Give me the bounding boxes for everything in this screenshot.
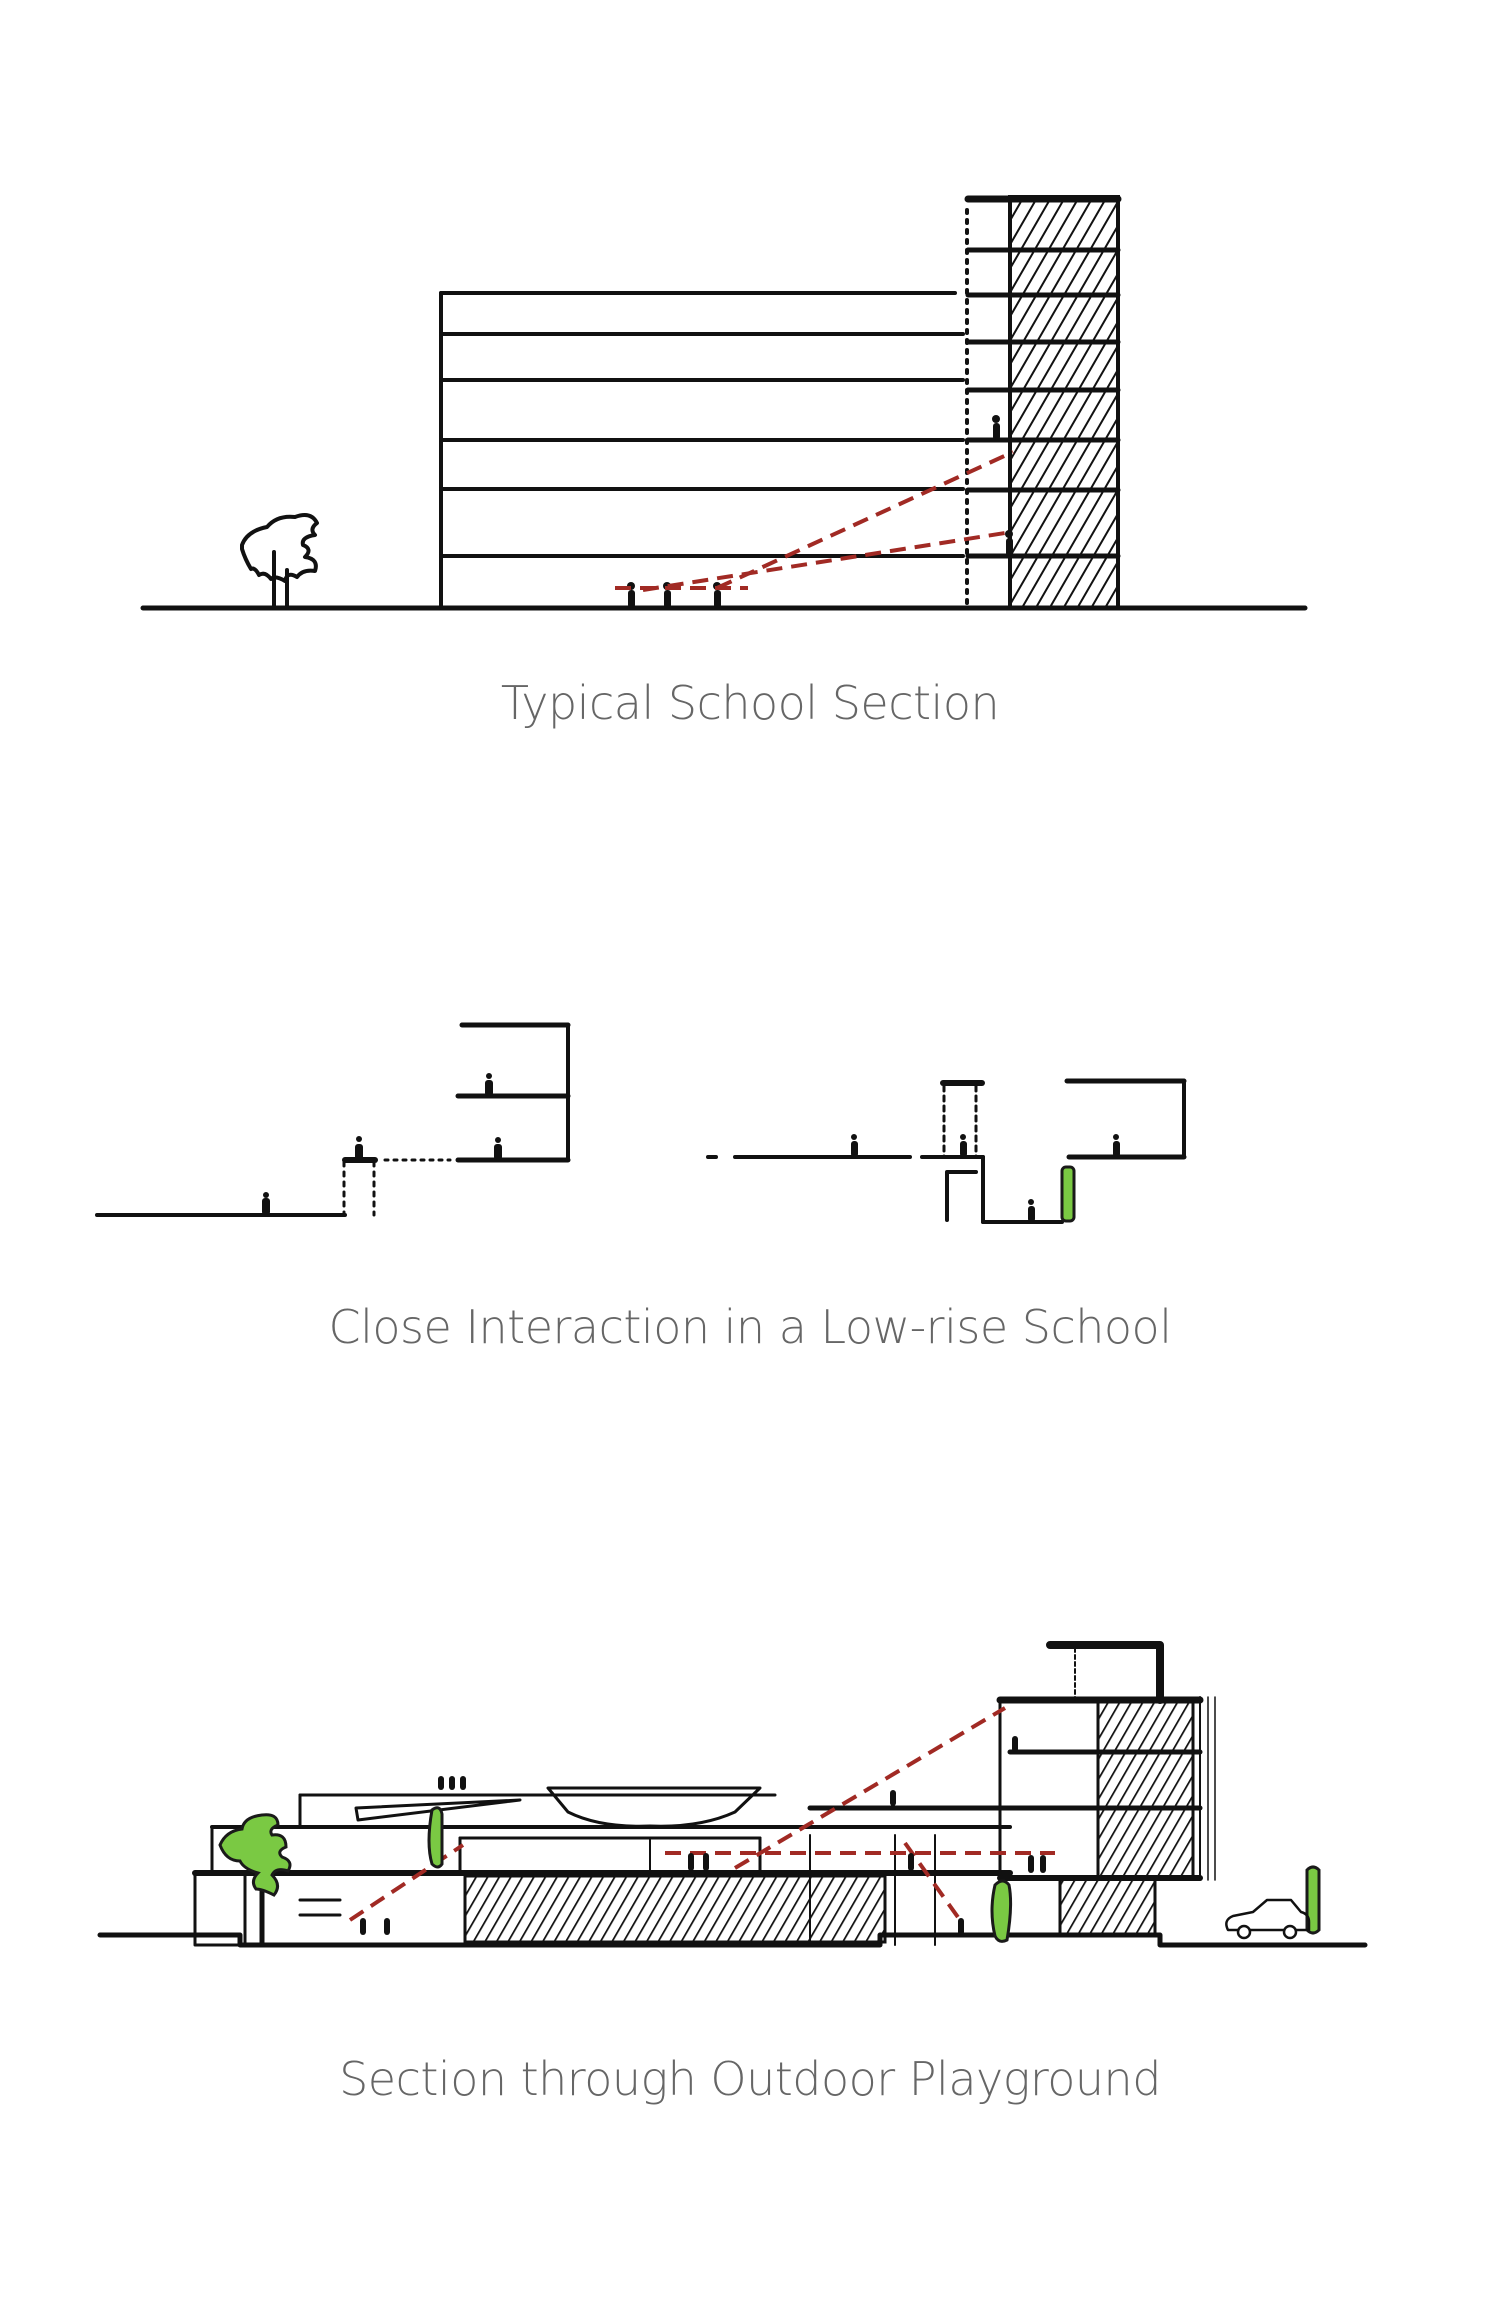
tree-icon xyxy=(240,513,319,610)
tower xyxy=(964,195,1122,610)
people xyxy=(360,1736,1046,1935)
section-sketch xyxy=(95,1022,1187,1224)
caption-typical-school-section: Typical School Section xyxy=(500,676,1000,730)
tree-icon xyxy=(1305,1865,1321,1935)
caption-close-interaction: Close Interaction in a Low-rise School xyxy=(328,1300,1172,1354)
tree-icon xyxy=(218,1813,292,1948)
main-block xyxy=(439,291,965,610)
people xyxy=(262,1073,502,1215)
climber-plant-icon xyxy=(427,1806,444,1869)
car-icon xyxy=(1225,1898,1311,1940)
people xyxy=(851,1134,1120,1222)
low-block xyxy=(192,1786,1013,1947)
outdoor-playground-drawing xyxy=(0,1580,1500,2000)
planter-icon xyxy=(1060,1165,1076,1223)
tree-icon xyxy=(990,1879,1013,1943)
hatched-podium xyxy=(463,1874,887,1944)
people xyxy=(627,415,1013,608)
stepped-terraces xyxy=(95,1022,571,1217)
typical-school-section-drawing xyxy=(0,0,1500,640)
tower xyxy=(807,1641,1216,1938)
sightlines xyxy=(615,450,1014,592)
section-sketch xyxy=(140,195,1308,611)
sunken-court xyxy=(706,1078,1187,1224)
sightlines xyxy=(348,1706,1055,1922)
close-interaction-drawing xyxy=(0,960,1500,1250)
caption-outdoor-playground: Section through Outdoor Playground xyxy=(339,2052,1161,2106)
section-sketch xyxy=(97,1641,1368,1948)
